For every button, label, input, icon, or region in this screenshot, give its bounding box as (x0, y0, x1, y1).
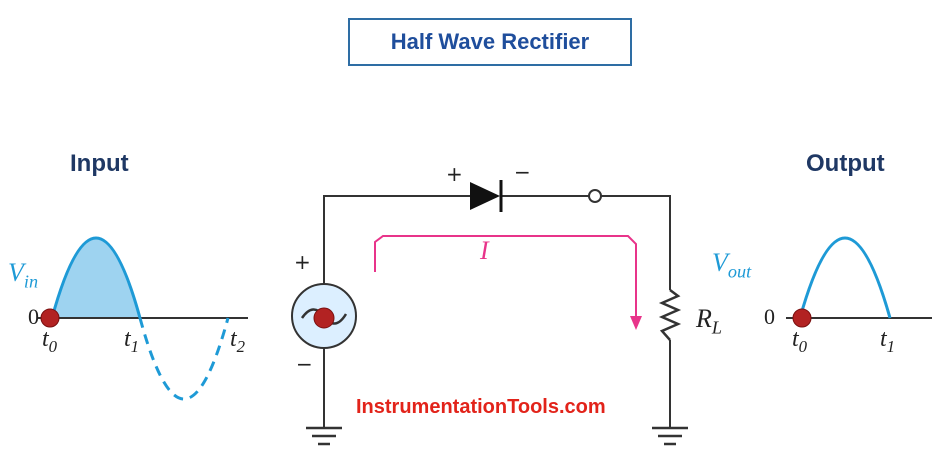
input-origin-dot (40, 308, 60, 328)
load-resistor-zigzag (658, 289, 682, 341)
output-half-wave-curve (798, 236, 892, 319)
diode-plus-sign: + (446, 162, 463, 186)
ground-left (306, 426, 342, 446)
input-t0-label: t0 (42, 326, 58, 356)
input-t1-label: t1 (124, 326, 140, 356)
input-heading: Input (70, 150, 129, 177)
current-path-arrow (374, 235, 637, 318)
top-wire-left (323, 195, 470, 285)
input-positive-half-curve (50, 236, 142, 319)
output-heading: Output (806, 150, 885, 177)
diode-minus-sign: − (514, 160, 531, 184)
ac-source-dot (313, 307, 335, 329)
output-zero-label: 0 (764, 304, 775, 329)
input-zero-label: 0 (28, 304, 39, 329)
diode-triangle (470, 182, 500, 210)
title-box: Half Wave Rectifier (348, 18, 632, 66)
output-waveform (786, 236, 932, 328)
output-voltage-label: Vout (712, 248, 752, 282)
current-label: I (480, 236, 489, 265)
ac-source (291, 283, 357, 349)
circuit-wires (323, 195, 671, 428)
load-resistor-label: RL (696, 304, 723, 338)
input-voltage-label: Vin (8, 258, 39, 292)
output-origin-dot (792, 308, 812, 328)
diode-symbol (470, 180, 503, 212)
top-wire-right (601, 195, 671, 290)
input-waveform (38, 236, 248, 401)
output-t0-label: t0 (792, 326, 808, 356)
input-t2-label: t2 (230, 326, 246, 356)
diagram-title: Half Wave Rectifier (390, 29, 590, 54)
output-terminal (588, 189, 602, 203)
output-t1-label: t1 (880, 326, 896, 356)
ground-right (652, 426, 688, 446)
input-negative-half-curve (138, 317, 230, 401)
current-arrowhead (630, 316, 642, 330)
source-plus-sign: + (294, 250, 311, 274)
watermark-text: InstrumentationTools.com (356, 396, 606, 418)
source-minus-sign: − (296, 352, 313, 376)
